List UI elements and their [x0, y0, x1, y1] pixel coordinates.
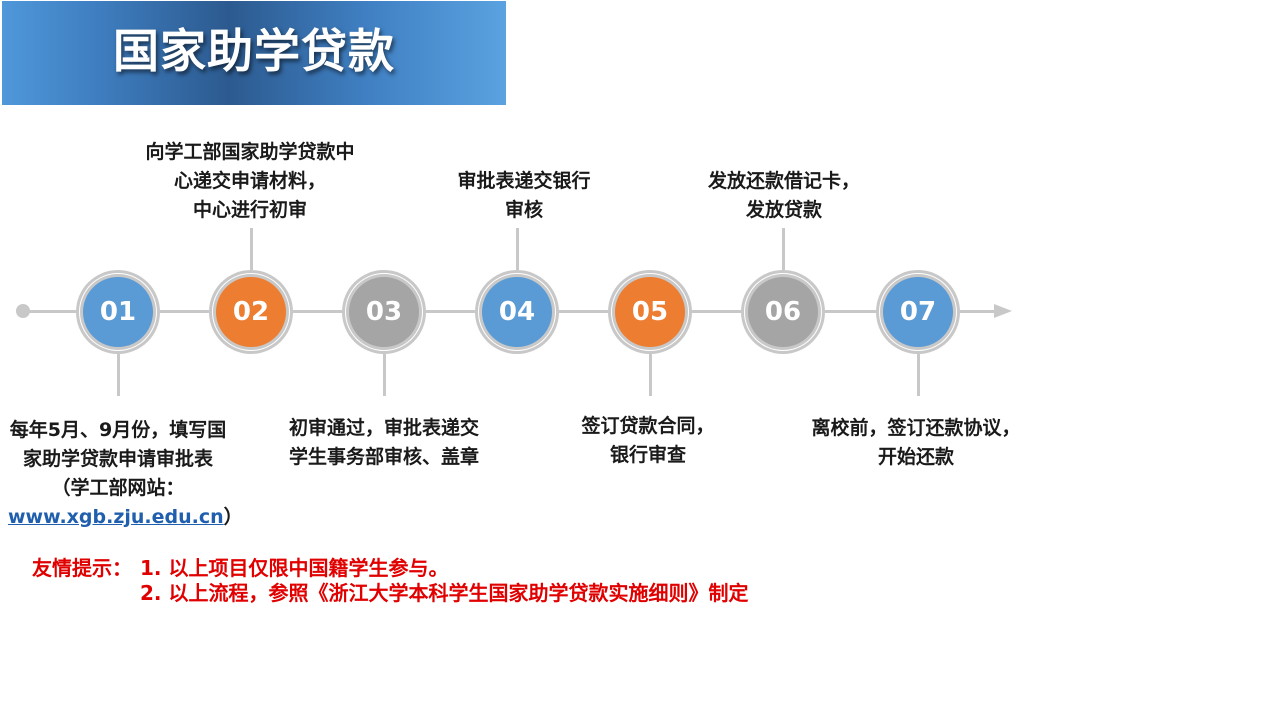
step-4-line-2: 审核	[504, 199, 543, 221]
step-6-line-2: 发放贷款	[745, 199, 822, 221]
notice-label: 友情提示：	[32, 556, 132, 580]
step-description-7: 离校前，签订还款协议， 开始还款	[800, 414, 1032, 472]
step-description-5: 签订贷款合同， 银行审查	[548, 412, 748, 470]
step-1-line-3: （学工部网站：	[51, 477, 185, 499]
step-number-5: 05	[615, 277, 685, 347]
step-node-2: 02	[209, 270, 293, 354]
step-2-line-3: 中心进行初审	[192, 199, 307, 221]
step-1-line-2: 家助学贷款申请审批表	[22, 448, 213, 470]
step-description-4: 审批表递交银行 审核	[424, 167, 624, 225]
step-1-line-4: www.xgb.zju.edu.cn）	[8, 503, 243, 532]
step-number-1: 01	[83, 277, 153, 347]
timeline-arrow-icon	[994, 304, 1012, 318]
connector-1	[117, 354, 120, 396]
step-6-line-1: 发放还款借记卡，	[707, 170, 860, 192]
step-description-2: 向学工部国家助学贷款中 心递交申请材料， 中心进行初审	[130, 138, 370, 225]
step-7-line-1: 离校前，签订还款协议，	[811, 417, 1021, 439]
connector-3	[383, 354, 386, 396]
timeline-start-dot	[16, 304, 30, 318]
connector-4	[516, 228, 519, 270]
connector-2	[250, 228, 253, 270]
title-banner: 国家助学贷款	[2, 1, 506, 105]
step-2-line-1: 向学工部国家助学贷款中	[145, 141, 355, 163]
step-1-closing-paren: ）	[223, 506, 243, 528]
page-title: 国家助学贷款	[113, 24, 395, 78]
step-node-3: 03	[342, 270, 426, 354]
connector-7	[917, 354, 920, 396]
step-node-4: 04	[475, 270, 559, 354]
step-description-3: 初审通过，审批表递交 学生事务部审核、盖章	[274, 414, 494, 472]
step-number-3: 03	[349, 277, 419, 347]
step-3-line-2: 学生事务部审核、盖章	[288, 446, 479, 468]
step-4-line-1: 审批表递交银行	[457, 170, 591, 192]
step-5-line-1: 签订贷款合同，	[581, 415, 715, 437]
step-2-line-2: 心递交申请材料，	[173, 170, 326, 192]
xgb-website-link[interactable]: www.xgb.zju.edu.cn	[8, 506, 224, 528]
step-node-6: 06	[741, 270, 825, 354]
step-number-6: 06	[748, 277, 818, 347]
step-node-5: 05	[608, 270, 692, 354]
step-description-6: 发放还款借记卡， 发放贷款	[684, 167, 884, 225]
step-number-4: 04	[482, 277, 552, 347]
connector-5	[649, 354, 652, 396]
notice-line-2: 2. 以上流程，参照《浙江大学本科学生国家助学贷款实施细则》制定	[140, 581, 749, 605]
step-number-7: 07	[883, 277, 953, 347]
step-3-line-1: 初审通过，审批表递交	[288, 417, 479, 439]
step-5-line-2: 银行审查	[609, 444, 686, 466]
step-node-7: 07	[876, 270, 960, 354]
step-7-line-2: 开始还款	[877, 446, 954, 468]
step-node-1: 01	[76, 270, 160, 354]
connector-6	[782, 228, 785, 270]
step-number-2: 02	[216, 277, 286, 347]
step-description-1: 每年5月、9月份，填写国 家助学贷款申请审批表 （学工部网站： www.xgb.…	[8, 416, 243, 532]
notice-line-1: 1. 以上项目仅限中国籍学生参与。	[140, 556, 449, 580]
step-1-line-1: 每年5月、9月份，填写国	[9, 419, 227, 441]
